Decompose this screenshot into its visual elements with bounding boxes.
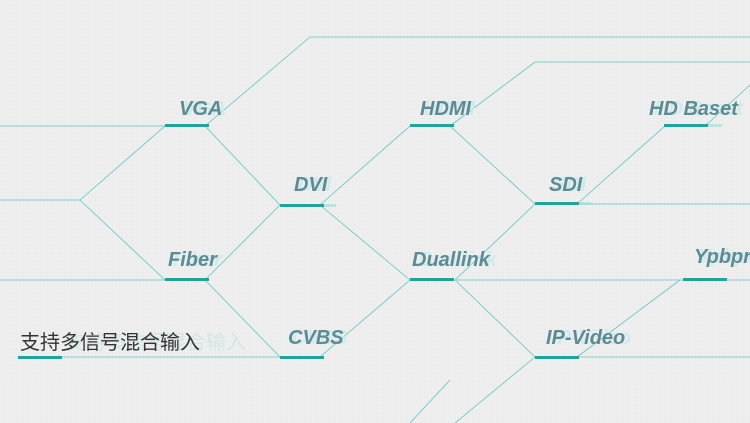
fiber-ghost-text: Fiber [173,249,223,271]
hdmi-label: HDMI [420,98,472,120]
sdi-ghost-text: SDI [553,174,587,196]
vga-bar [165,124,209,127]
sdi-bar-ghost [579,202,591,205]
dvi-bar [280,204,324,207]
duallink-ghost-text: Duallink [419,249,498,271]
vga-label: VGA [179,98,222,120]
ip-video-bar [535,356,579,359]
node-ypbpr: Ypbpr Ypbpr [683,246,750,281]
node-vga: VGA VGA [165,98,226,127]
dvi-label: DVI [294,174,328,196]
hd-baseset-label: HD Baset [649,98,739,120]
node-hd-baseset: HD Baset HD Baset [649,98,744,127]
duallink-bar [410,278,454,281]
caption-text: 支持多信号混合输入 [20,330,200,354]
node-dvi: DVI DVI [280,174,336,207]
ip-video-label: IP-Video [546,327,625,349]
dvi-ghost-text: DVI [298,174,332,196]
hdmi-bar [410,124,454,127]
vga-ghost-text: VGA [183,98,226,120]
ypbpr-bar [683,278,727,281]
node-duallink: Duallink Duallink [410,249,498,281]
sdi-bar [535,202,579,205]
node-ip-video: IP-Video IP-Video [535,327,631,359]
fiber-bar [165,278,209,281]
hd-baseset-bar [664,124,708,127]
node-fiber: Fiber Fiber [165,249,223,281]
dvi-bar-ghost [324,204,336,207]
caption-ghost-text: 支持多信号混合输入 [66,330,246,354]
cvbs-label: CVBS [288,327,344,349]
ip-video-ghost-text: IP-Video [552,327,631,349]
hd-baseset-bar-ghost [708,124,722,127]
sdi-label: SDI [549,174,583,196]
hd-baseset-ghost-text: HD Baset [654,98,744,120]
connection-lines [0,36,750,423]
ypbpr-ghost-text: Ypbpr [698,246,750,268]
caption-group: 支持多信号混合输入 支持多信号混合输入 [18,330,246,359]
ypbpr-label: Ypbpr [694,246,750,268]
node-cvbs: CVBS CVBS [280,327,348,359]
fiber-label: Fiber [168,249,218,271]
node-sdi: SDI SDI [535,174,591,205]
cvbs-bar [280,356,324,359]
node-hdmi: HDMI HDMI [410,98,476,127]
duallink-label: Duallink [412,249,491,271]
cvbs-ghost-text: CVBS [292,327,348,349]
hdmi-ghost-text: HDMI [424,98,476,120]
caption-bar [18,356,62,359]
